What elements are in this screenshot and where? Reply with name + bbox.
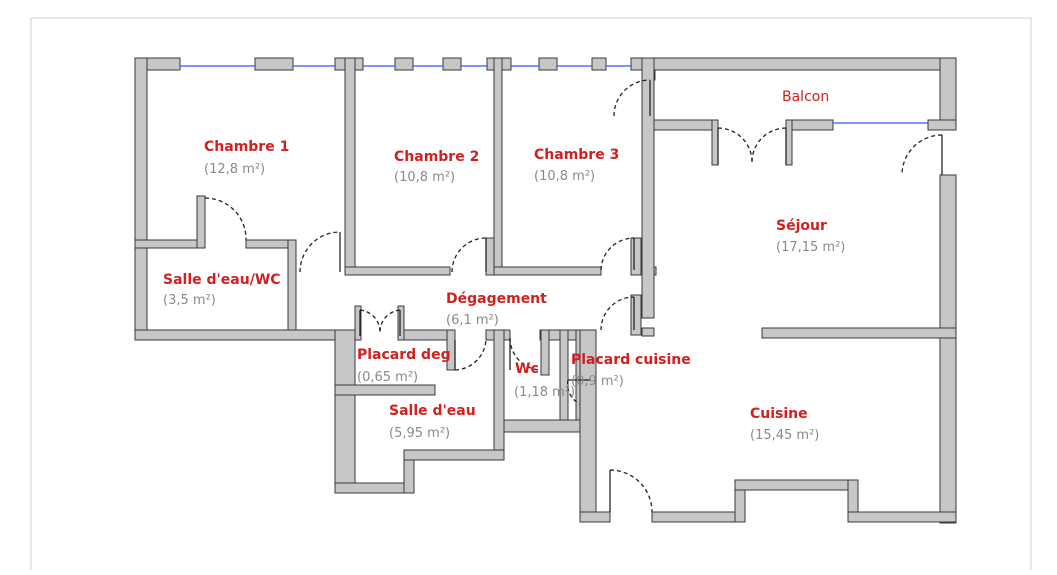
wall [134, 329, 336, 341]
wall [493, 329, 505, 451]
door-swing-icon [600, 296, 635, 331]
doors [204, 79, 943, 513]
wall [442, 57, 462, 71]
room-area-salle-eau: (5,95 m²) [389, 426, 450, 441]
wall [287, 239, 297, 341]
room-labels: Chambre 1 (12,8 m²) Chambre 2 (10,8 m²) … [163, 89, 845, 443]
door-swing-icon [359, 309, 381, 336]
wall [939, 57, 957, 131]
door-swing-icon [454, 337, 487, 371]
door-swing-icon [299, 231, 341, 273]
door-swing-icon [379, 309, 401, 336]
door-swing-icon [717, 127, 753, 165]
wall [630, 237, 642, 276]
wall [540, 329, 550, 376]
wall [847, 511, 957, 523]
room-area-cuisine: (15,45 m²) [750, 428, 819, 443]
walls [134, 57, 957, 524]
wall [134, 57, 148, 341]
wall [196, 195, 206, 249]
wall [641, 327, 655, 337]
room-area-placard-deg: (0,65 m²) [357, 370, 418, 385]
wall [579, 511, 611, 523]
wall [493, 57, 503, 274]
door-swing-icon [451, 237, 487, 273]
room-name-wc: Wc [515, 361, 539, 377]
wall [354, 305, 362, 341]
room-area-sejour: (17,15 m²) [776, 240, 845, 255]
wall [785, 119, 793, 166]
door-swing-icon [566, 379, 590, 405]
wall [927, 119, 957, 131]
wall [734, 479, 858, 491]
room-name-sejour: Séjour [776, 218, 827, 234]
wall [344, 57, 356, 274]
room-area-salle-eau-wc: (3,5 m²) [163, 293, 216, 308]
wall [334, 384, 436, 396]
room-name-degagement: Dégagement [446, 291, 547, 307]
wall [254, 57, 294, 71]
wall [344, 266, 451, 276]
door-swing-icon [613, 79, 651, 117]
door-swing-icon [609, 469, 653, 513]
wall [403, 449, 505, 461]
room-name-salle-eau: Salle d'eau [389, 403, 476, 419]
wall [485, 237, 495, 276]
room-name-chambre-2: Chambre 2 [394, 149, 479, 165]
wall [134, 239, 201, 249]
door-swing-icon [509, 337, 542, 371]
wall [630, 57, 957, 71]
room-area-chambre-3: (10,8 m²) [534, 169, 595, 184]
room-name-balcon: Balcon [782, 89, 829, 105]
wall [711, 119, 719, 166]
room-area-placard-cuisine: (0,9 m²) [571, 374, 624, 389]
wall [761, 327, 957, 339]
room-area-degagement: (6,1 m²) [446, 313, 499, 328]
wall [485, 266, 602, 276]
wall [503, 419, 585, 433]
door-swing-icon [901, 134, 943, 176]
room-name-placard-deg: Placard deg [357, 347, 451, 363]
wall [559, 329, 569, 421]
wall [651, 511, 745, 523]
wall [939, 174, 957, 524]
room-name-placard-cuisine: Placard cuisine [571, 352, 691, 368]
door-swing-icon [751, 127, 787, 165]
room-name-cuisine: Cuisine [750, 406, 808, 422]
room-area-chambre-1: (12,8 m²) [204, 162, 265, 177]
wall [394, 57, 414, 71]
wall [591, 57, 607, 71]
wall [397, 305, 405, 341]
room-name-chambre-1: Chambre 1 [204, 139, 289, 155]
wall [538, 57, 558, 71]
room-area-wc: (1,18 m²) [514, 385, 575, 400]
door-swing-icon [204, 197, 247, 241]
door-swing-icon [600, 237, 635, 271]
room-name-chambre-3: Chambre 3 [534, 147, 619, 163]
windows [180, 65, 928, 124]
room-name-salle-eau-wc: Salle d'eau/WC [163, 272, 281, 288]
wall [787, 119, 834, 131]
wall [651, 119, 713, 131]
wall [641, 57, 655, 319]
wall [630, 294, 642, 336]
page-border [30, 17, 1032, 575]
wall [334, 329, 356, 494]
room-area-chambre-2: (10,8 m²) [394, 170, 455, 185]
wall [334, 482, 406, 494]
